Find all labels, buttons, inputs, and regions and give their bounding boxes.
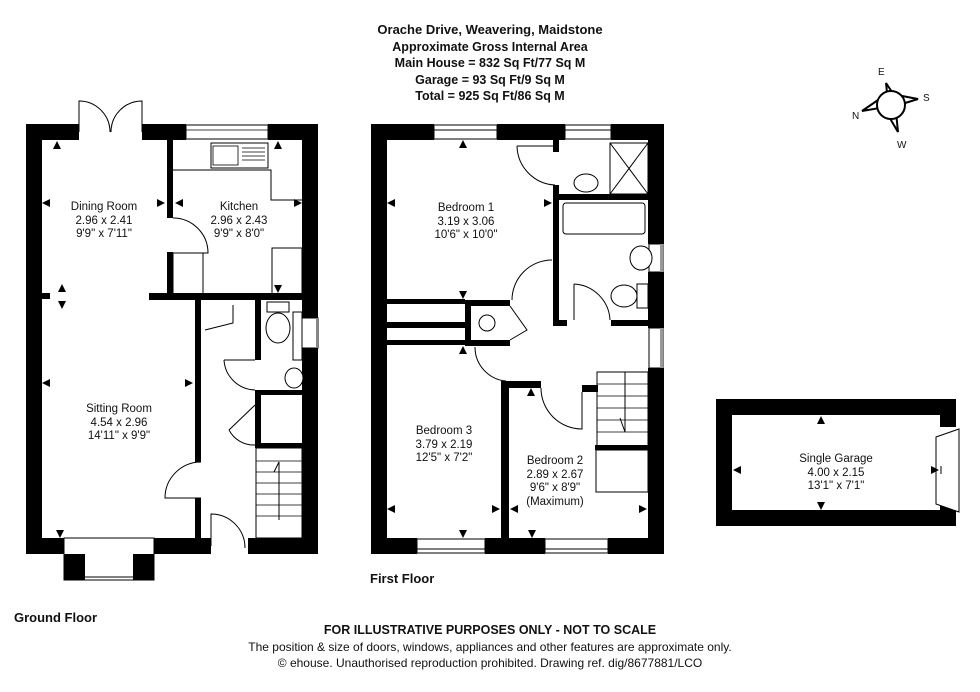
room-name: Single Garage xyxy=(799,453,873,465)
room-metric: 2.89 x 2.67 xyxy=(526,468,584,481)
room-metric: 2.96 x 2.41 xyxy=(75,214,133,227)
room-dining-room: Dining Room 2.96 x 2.41 9'9" x 7'11" xyxy=(71,201,137,242)
room-name: Sitting Room xyxy=(86,403,152,415)
room-name: Bedroom 2 xyxy=(526,455,584,467)
room-name: Dining Room xyxy=(70,201,138,213)
copyright-notice: © ehouse. Unauthorised reproduction proh… xyxy=(277,656,703,670)
room-metric: 3.79 x 2.19 xyxy=(415,438,473,451)
first-floor-label: First Floor xyxy=(370,571,435,586)
room-name: Bedroom 3 xyxy=(415,425,473,437)
compass-south-label: S xyxy=(923,93,930,104)
room-single-garage: Single Garage 4.00 x 2.15 13'1" x 7'1" xyxy=(799,453,873,494)
area-summary: Orache Drive, Weavering, Maidstone Appro… xyxy=(300,22,680,105)
compass-north-label: N xyxy=(852,111,860,122)
room-name: Bedroom 1 xyxy=(437,202,495,214)
garage-area: Garage = 93 Sq Ft/9 Sq M xyxy=(415,72,565,87)
room-note: (Maximum) xyxy=(526,495,584,508)
room-name: Kitchen xyxy=(219,201,259,213)
room-bedroom-3: Bedroom 3 3.79 x 2.19 12'5" x 7'2" xyxy=(416,425,473,466)
room-imperial: 10'6" x 10'0" xyxy=(434,229,498,241)
room-imperial: 9'6" x 8'9" xyxy=(529,482,581,494)
main-house-area: Main House = 832 Sq Ft/77 Sq M xyxy=(394,56,586,70)
room-sitting-room: Sitting Room 4.54 x 2.96 14'11" x 9'9" xyxy=(86,403,152,444)
compass-east-label: E xyxy=(878,67,885,78)
disclaimer-heading: FOR ILLUSTRATIVE PURPOSES ONLY - NOT TO … xyxy=(323,623,657,637)
room-imperial: 9'9" x 7'11" xyxy=(76,228,132,240)
disclaimer-footer: FOR ILLUSTRATIVE PURPOSES ONLY - NOT TO … xyxy=(200,622,780,672)
compass-west-label: W xyxy=(897,140,907,151)
garage-plan xyxy=(716,399,960,526)
room-metric: 4.54 x 2.96 xyxy=(90,416,148,429)
room-metric: 3.19 x 3.06 xyxy=(437,215,495,228)
room-metric: 2.96 x 2.43 xyxy=(210,214,268,227)
room-metric: 4.00 x 2.15 xyxy=(807,466,865,479)
first-floor-plan xyxy=(371,124,664,554)
room-imperial: 12'5" x 7'2" xyxy=(415,452,473,464)
room-kitchen: Kitchen 2.96 x 2.43 9'9" x 8'0" xyxy=(211,201,268,242)
room-imperial: 9'9" x 8'0" xyxy=(213,228,265,240)
room-bedroom-2: Bedroom 2 2.89 x 2.67 9'6" x 8'9" (Maxim… xyxy=(526,455,584,509)
ground-floor-plan xyxy=(26,100,319,581)
compass-rose xyxy=(861,82,919,133)
ground-floor-label: Ground Floor xyxy=(14,610,98,625)
room-imperial: 13'1" x 7'1" xyxy=(807,480,865,492)
total-area: Total = 925 Sq Ft/86 Sq M xyxy=(415,89,565,103)
area-subtitle: Approximate Gross Internal Area xyxy=(392,39,588,54)
disclaimer-note: The position & size of doors, windows, a… xyxy=(248,639,732,654)
room-imperial: 14'11" x 9'9" xyxy=(87,430,151,442)
property-address: Orache Drive, Weavering, Maidstone xyxy=(377,22,603,37)
room-bedroom-1: Bedroom 1 3.19 x 3.06 10'6" x 10'0" xyxy=(434,202,497,243)
